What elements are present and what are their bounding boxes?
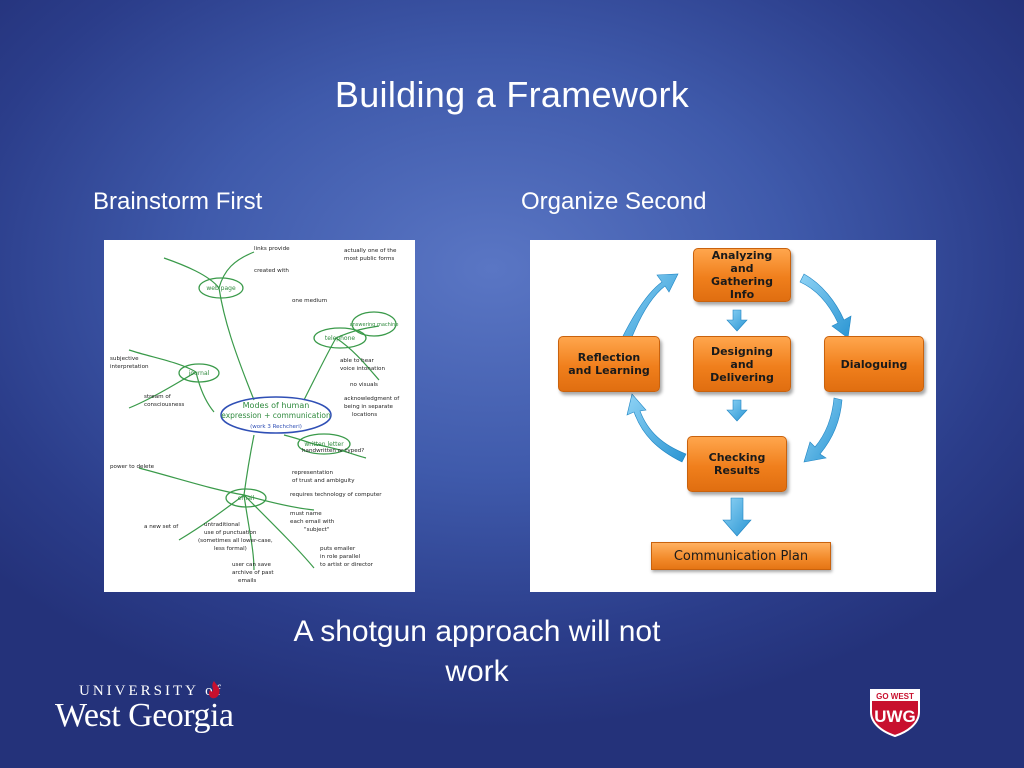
note: acknowledgment of xyxy=(344,396,400,402)
note: actually one of the xyxy=(344,248,397,254)
caption-line2: work xyxy=(445,655,509,688)
note: "subject" xyxy=(304,527,330,533)
note: interpretation xyxy=(110,364,149,370)
analyzing-box: Analyzing and Gathering Info xyxy=(693,248,791,302)
note: consciousness xyxy=(144,402,184,408)
note: each email with xyxy=(290,519,335,525)
note: must name xyxy=(290,511,322,517)
note: voice intonation xyxy=(340,366,385,372)
note: use of punctuation xyxy=(204,530,257,536)
note: created with xyxy=(254,268,289,274)
note: to artist or director xyxy=(320,562,374,568)
slide-title: Building a Framework xyxy=(334,74,690,115)
mindmap-center-line2: expression + communication xyxy=(221,411,331,420)
flame-icon xyxy=(208,681,220,699)
note: no visuals xyxy=(350,382,378,388)
note: most public forms xyxy=(344,256,394,262)
communication-plan-box: Communication Plan xyxy=(651,542,831,570)
cycle-arrow-icon xyxy=(799,273,852,339)
shield-top-text: GO WEST xyxy=(876,692,914,701)
checking-box: Checking Results xyxy=(687,436,787,492)
organize-heading: Organize Second xyxy=(521,188,707,215)
note: locations xyxy=(352,412,377,418)
uwg-shield-icon: GO WEST UWG xyxy=(870,689,920,738)
note: power to delete xyxy=(110,464,155,470)
shield-main-text: UWG xyxy=(874,707,916,726)
framework-arrows xyxy=(621,273,852,537)
node-email: email xyxy=(238,495,255,502)
mindmap-center-line3: (work 3 Rechcheri) xyxy=(250,424,302,430)
note: less formal) xyxy=(214,546,247,552)
note: able to hear xyxy=(340,358,375,364)
slide-caption: A shotgun approach will not work xyxy=(262,612,692,692)
mindmap-drawing: Modes of human expression + communicatio… xyxy=(110,246,400,584)
cycle-arrow-icon xyxy=(626,393,687,463)
cycle-arrow-icon xyxy=(621,273,679,343)
node-web-page: web page xyxy=(206,285,236,292)
note: of trust and ambiguity xyxy=(292,478,355,484)
down-arrow-icon xyxy=(726,399,748,422)
note: one medium xyxy=(292,298,327,304)
note: a new set of xyxy=(144,524,179,530)
note: untraditional xyxy=(204,522,240,528)
node-answering: answering machine xyxy=(350,322,399,328)
note: (sometimes all lower-case, xyxy=(198,538,273,544)
note: puts emailer xyxy=(320,546,356,552)
note: archive of past xyxy=(232,570,274,576)
designing-box: Designing and Delivering xyxy=(693,336,791,392)
brainstorm-heading: Brainstorm First xyxy=(93,188,263,215)
down-arrow-icon xyxy=(722,497,752,537)
dialoguing-box: Dialoguing xyxy=(824,336,924,392)
note: emails xyxy=(238,578,256,584)
note: stream of xyxy=(144,394,172,400)
node-telephone: telephone xyxy=(325,335,355,342)
note: in role parallel xyxy=(320,554,361,560)
cycle-arrow-icon xyxy=(803,397,843,463)
note: handwritten or typed? xyxy=(302,448,364,454)
caption-line1: A shotgun approach will not xyxy=(293,615,661,648)
note: links provide xyxy=(254,246,290,252)
mindmap-image: Modes of human expression + communicatio… xyxy=(104,240,415,592)
note: being in separate xyxy=(344,404,394,410)
note: representation xyxy=(292,470,333,476)
mindmap-center-ellipse xyxy=(220,396,332,434)
note: user can save xyxy=(232,562,271,568)
note: requires technology of computer xyxy=(290,492,382,498)
logo-university-text: UNIVERSITY of xyxy=(79,683,224,699)
note: subjective xyxy=(110,356,139,362)
mindmap-center-line1: Modes of human xyxy=(243,401,310,410)
node-journal: journal xyxy=(188,370,210,377)
down-arrow-icon xyxy=(726,309,748,332)
logo-westgeorgia-text: West Georgia xyxy=(55,697,234,734)
framework-diagram: Analyzing and Gathering Info Designing a… xyxy=(530,240,936,592)
mindmap-node-outlines xyxy=(178,277,397,508)
node-letter: written letter xyxy=(304,441,344,448)
mindmap-branches xyxy=(128,251,380,571)
reflection-box: Reflection and Learning xyxy=(558,336,660,392)
